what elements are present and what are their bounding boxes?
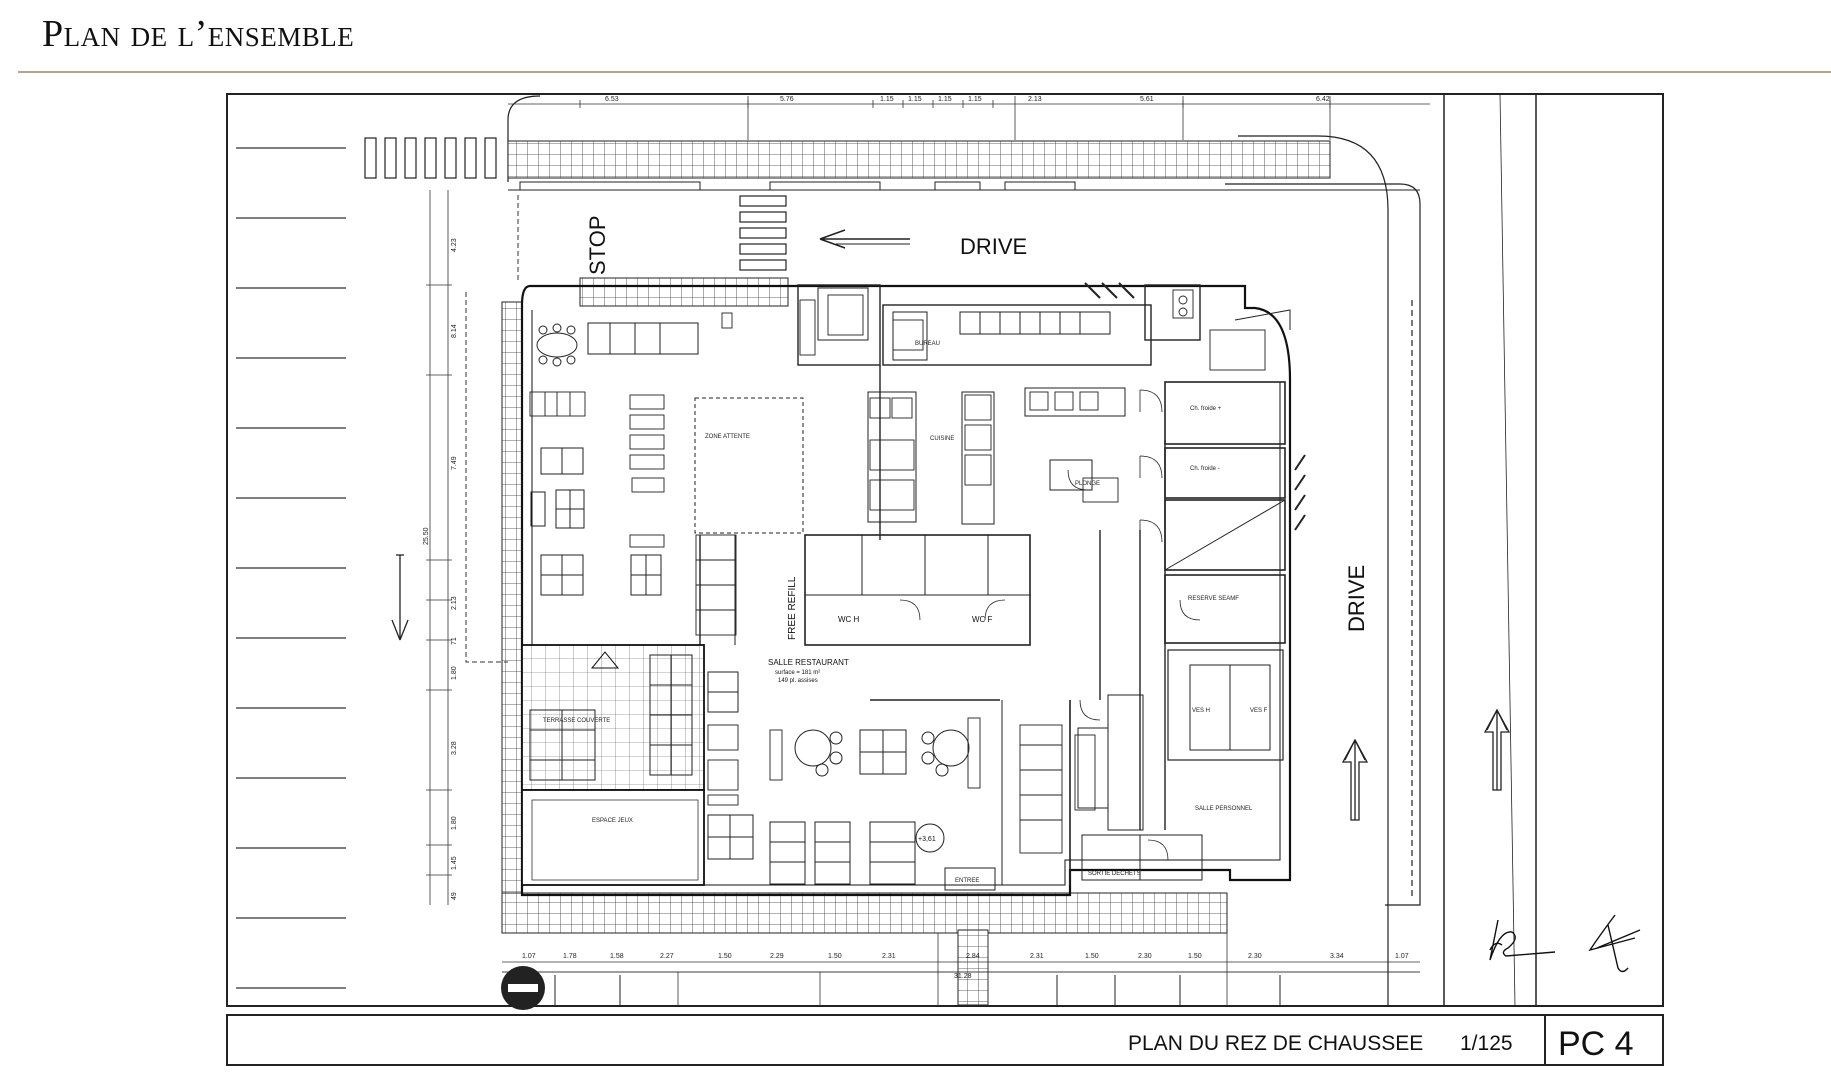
label-drive-top: DRIVE (960, 234, 1027, 259)
dim-top-6: 2.13 (1028, 96, 1042, 103)
no-entry-icon (501, 966, 545, 1010)
dim-bottom-12: 1.50 (1188, 953, 1202, 960)
label-vestiaire-f: VES F (1250, 708, 1268, 714)
kitchen-equipment (721, 289, 1291, 511)
label-wc-f: WC F (972, 615, 993, 624)
dimensions-top (508, 96, 1430, 140)
label-ch-froide-pos: Ch. froide + (1190, 406, 1222, 412)
dim-left-4: 2.13 (451, 596, 458, 610)
dim-left-8: 1.80 (451, 816, 458, 830)
dim-left-7: 3.28 (451, 741, 458, 755)
dim-top-3: 1.15 (908, 96, 922, 103)
dimensions-left (426, 190, 452, 905)
label-bureau: BUREAU (915, 341, 940, 347)
dim-bottom-7: 2.31 (882, 953, 896, 960)
dim-top-4: 1.15 (938, 96, 952, 103)
dim-top-1: 5.76 (780, 96, 794, 103)
label-zone-attente: ZONE ATTENTE (705, 434, 750, 440)
dim-left-5: 71 (451, 637, 458, 645)
dim-bottom-13: 2.30 (1248, 953, 1262, 960)
dim-bottom-4: 1.50 (718, 953, 732, 960)
label-terrasse: TERRASSE COUVERTE (543, 718, 610, 724)
direction-arrows (391, 554, 1511, 821)
dim-left-6: 1.80 (451, 666, 458, 680)
label-espace-jeux: ESPACE JEUX (592, 818, 633, 824)
label-cuisine: CUISINE (930, 436, 954, 442)
dim-bottom-11: 2.30 (1138, 953, 1152, 960)
tables-square (529, 447, 916, 885)
paving-top (507, 140, 1331, 179)
dim-bottom-3: 2.27 (660, 953, 674, 960)
chairs (529, 391, 1096, 854)
dim-bottom-10: 1.50 (1085, 953, 1099, 960)
dim-total-bottom: 31.28 (954, 973, 972, 980)
label-stop: STOP (585, 215, 610, 275)
label-salle-places: 149 pl. assises (778, 678, 818, 684)
cartouche (226, 1014, 1664, 1066)
sheet-frame (226, 93, 1664, 1007)
dim-left-3: 25.50 (423, 527, 430, 545)
terrasse-zone (521, 644, 705, 886)
dim-bottom-1: 1.78 (563, 953, 577, 960)
dim-top-7: 5.61 (1140, 96, 1154, 103)
label-free-refill: FREE REFILL (787, 576, 798, 640)
dim-bottom-14: 3.34 (1330, 953, 1344, 960)
dim-left-10: 49 (451, 892, 458, 900)
dim-bottom-15: 1.07 (1395, 953, 1409, 960)
dim-left-9: 1.45 (451, 856, 458, 870)
dim-bottom-8: 2.84 (966, 953, 980, 960)
interior-walls (587, 284, 1286, 891)
dim-left-2: 7.49 (451, 456, 458, 470)
label-drive-right: DRIVE (1344, 565, 1369, 632)
cartouche-plan-label: PLAN DU REZ DE CHAUSSEE (1128, 1032, 1423, 1055)
label-plonge: PLONGE (1075, 481, 1100, 487)
dim-bottom-9: 2.31 (1030, 953, 1044, 960)
page-title: Plan de l’ensemble (42, 13, 355, 55)
dim-left-1: 8.14 (451, 324, 458, 338)
signatures (1489, 914, 1641, 973)
dim-bottom-6: 1.50 (828, 953, 842, 960)
label-salle-restaurant: SALLE RESTAURANT (768, 658, 849, 667)
label-wc-h: WC H (838, 615, 860, 624)
label-ch-froide-neg: Ch. froide - (1190, 466, 1220, 472)
label-sortie-dechets: SORTIE DECHETS (1088, 871, 1141, 877)
label-salle-personnel: SALLE PERSONNEL (1195, 806, 1253, 812)
dim-bottom-5: 2.29 (770, 953, 784, 960)
label-level: +3,61 (918, 836, 936, 843)
cartouche-code: PC 4 (1558, 1025, 1634, 1063)
drive-lane (739, 195, 1306, 531)
dim-left-0: 4.23 (451, 238, 458, 252)
paving-bottom (501, 892, 1228, 934)
tables-round (536, 323, 970, 853)
label-vestiaire-h: VES H (1192, 708, 1210, 714)
label-salle-surface: surface = 181 m² (775, 670, 820, 676)
dim-top-0: 6.53 (605, 96, 619, 103)
cartouche-scale: 1/125 (1460, 1032, 1513, 1055)
paving-left (501, 301, 523, 901)
dim-top-8: 6.42 (1316, 96, 1330, 103)
pedestrian-crossing (364, 137, 497, 179)
title-rule (18, 71, 1831, 73)
label-entree: ENTREE (955, 878, 979, 884)
bottom-parking (554, 975, 1281, 1006)
dim-bottom-2: 1.58 (610, 953, 624, 960)
dim-top-5: 1.15 (968, 96, 982, 103)
door-swings (899, 389, 1201, 861)
dimensions-bottom (502, 933, 1420, 1006)
label-reserve: RESERVE SEAMF (1188, 596, 1239, 602)
dim-top-2: 1.15 (880, 96, 894, 103)
parking-stripes (236, 147, 346, 989)
dim-bottom-0: 1.07 (522, 953, 536, 960)
